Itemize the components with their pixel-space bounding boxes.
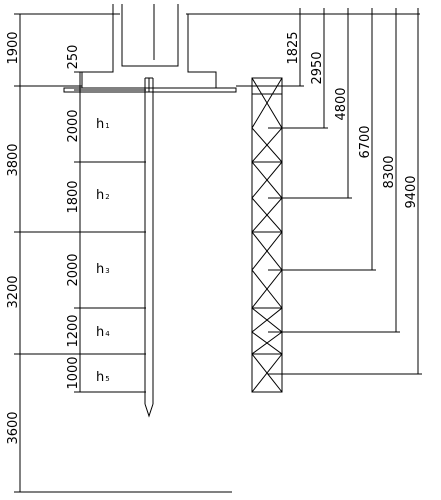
layer-label-5: h5 [96, 370, 110, 385]
layer-label-2: h2 [96, 188, 110, 203]
lattice-column [251, 77, 283, 393]
inner-dim-1: 250 [66, 45, 81, 70]
inner-dim-3: 1800 [66, 180, 81, 213]
left-dim-4: 3600 [6, 411, 21, 444]
left-dim-2: 3800 [6, 143, 21, 176]
inner-dim-5: 1200 [66, 314, 81, 347]
right-dim-1: 1825 [286, 31, 301, 64]
right-dim-2: 2950 [310, 51, 325, 84]
pile-shaft [144, 77, 154, 418]
right-dim-3: 4800 [334, 87, 349, 120]
left-dim-1: 1900 [6, 31, 21, 64]
layer-labels: h1 h2 h3 h4 h5 [96, 117, 110, 385]
right-dimension-chain: 1825 2950 4800 6700 8300 9400 [236, 8, 422, 375]
pile-cap [63, 4, 300, 93]
inner-dim-2: 2000 [66, 109, 81, 142]
right-dim-5: 8300 [382, 155, 397, 188]
inner-dim-6: 1000 [66, 356, 81, 389]
inner-dim-4: 2000 [66, 253, 81, 286]
layer-label-1: h1 [96, 117, 110, 132]
left-dimension-chain: 1900 3800 3200 3600 [6, 13, 232, 493]
right-dim-6: 9400 [404, 175, 419, 208]
right-dim-4: 6700 [358, 125, 373, 158]
layer-label-4: h4 [96, 325, 110, 340]
inner-dimension-chain: 250 2000 1800 2000 1200 1000 [66, 45, 146, 393]
layer-label-3: h3 [96, 262, 110, 277]
left-dim-3: 3200 [6, 275, 21, 308]
